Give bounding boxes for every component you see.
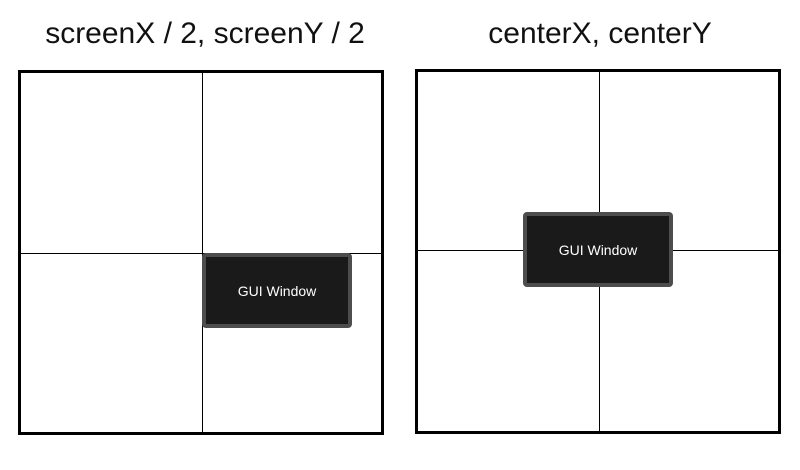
gui-window-label: GUI Window: [558, 241, 638, 258]
screen-frame-right: GUI Window: [415, 69, 781, 434]
gui-window-offset: GUI Window: [202, 253, 352, 328]
vertical-center-line: [202, 73, 203, 432]
screen-frame-left: GUI Window: [18, 70, 384, 435]
panel-title-left: screenX / 2, screenY / 2: [45, 17, 365, 50]
gui-window-centered: GUI Window: [523, 212, 673, 287]
gui-window-label: GUI Window: [237, 282, 317, 299]
panel-title-right: centerX, centerY: [488, 17, 712, 50]
horizontal-center-line: [21, 253, 381, 254]
